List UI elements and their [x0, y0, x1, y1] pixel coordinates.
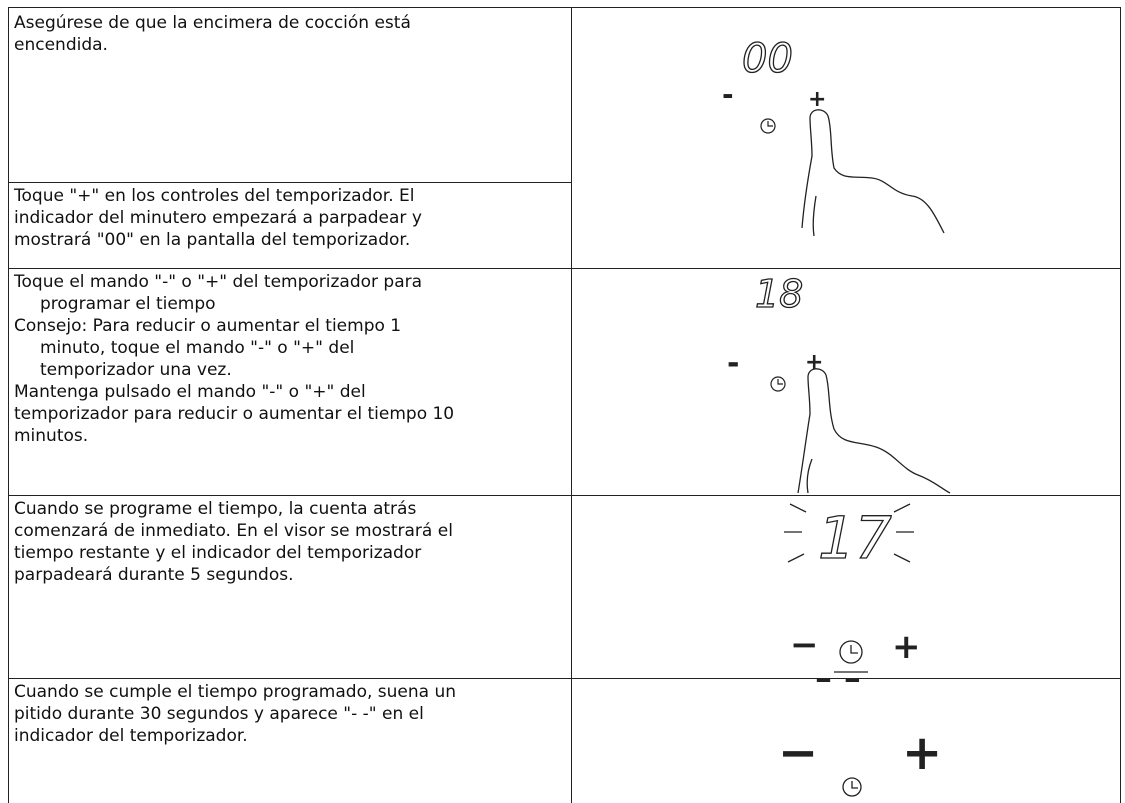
text-line: Toque el mando "-" o "+" del temporizado… [14, 272, 423, 292]
text-line: programar el tiempo [40, 294, 216, 314]
text-line: temporizador para reducir o aumentar el … [14, 404, 455, 424]
text-line: temporizador una vez. [40, 360, 232, 380]
minus-control: - [722, 78, 734, 111]
text-line: minuto, toque el mando "-" o "+" del [40, 338, 355, 358]
figure-timer-finished: – – − + [778, 679, 942, 797]
clock-icon [760, 118, 776, 134]
text-line: comenzará de inmediato. En el visor se m… [14, 521, 453, 541]
timer-display: 00 [742, 36, 793, 82]
row3-instruction: Cuando se programe el tiempo, la cuenta … [14, 498, 453, 586]
text-line: Asegúrese de que la encimera de cocción … [14, 13, 411, 33]
minus-control: - [727, 346, 739, 381]
row-divider-2 [8, 495, 1120, 496]
hand-pointer-icon [801, 109, 945, 237]
text-line: Toque "+" en los controles del temporiza… [14, 186, 415, 206]
clock-icon [842, 777, 862, 797]
row2-instruction: Toque el mando "-" o "+" del temporizado… [14, 271, 454, 447]
row-divider-1 [8, 268, 1120, 269]
figure-timer-start: 00 - + [722, 35, 945, 237]
minus-control: − [778, 725, 818, 781]
timer-display: – – [815, 679, 861, 698]
text-line: indicador del temporizador. [14, 726, 248, 746]
cell-divider-row1 [8, 182, 571, 183]
table-border-top [8, 7, 1120, 8]
clock-icon [834, 640, 868, 673]
minus-control: − [790, 625, 819, 665]
column-divider [571, 7, 572, 803]
timer-display: 18 [755, 272, 803, 316]
plus-control: + [902, 725, 942, 781]
row4-instruction: Cuando se cumple el tiempo programado, s… [14, 681, 456, 747]
plus-control: + [892, 627, 921, 667]
text-line: Mantenga pulsado el mando "-" o "+" del [14, 382, 366, 402]
text-line: parpadeará durante 5 segundos. [14, 565, 294, 585]
text-line: pitido durante 30 segundos y aparece "- … [14, 704, 424, 724]
clock-icon [770, 376, 786, 392]
plus-control: + [805, 350, 823, 375]
hand-pointer-icon [797, 368, 951, 494]
text-line: Consejo: Para reducir o aumentar el tiem… [14, 316, 402, 336]
text-line: Cuando se programe el tiempo, la cuenta … [14, 499, 417, 519]
text-line: Cuando se cumple el tiempo programado, s… [14, 682, 457, 702]
figure-timer-countdown: 17 − + [784, 503, 921, 673]
text-line: encendida. [14, 35, 108, 55]
blink-rays [784, 503, 914, 563]
row1-instruction-b: Toque "+" en los controles del temporiza… [14, 185, 422, 251]
table-border-right [1120, 7, 1121, 803]
row1-instruction-a: Asegúrese de que la encimera de cocción … [14, 12, 411, 56]
text-line: tiempo restante y el indicador del tempo… [14, 543, 422, 563]
plus-control: + [808, 87, 826, 112]
timer-display: 17 [818, 504, 892, 572]
figure-timer-adjust: 18 - + [727, 271, 951, 494]
text-line: minutos. [14, 426, 89, 446]
text-line: indicador del minutero empezará a parpad… [14, 208, 422, 228]
table-border-left [8, 7, 9, 803]
text-line: mostrará "00" en la pantalla del tempori… [14, 230, 411, 250]
row-divider-3 [8, 678, 1120, 679]
